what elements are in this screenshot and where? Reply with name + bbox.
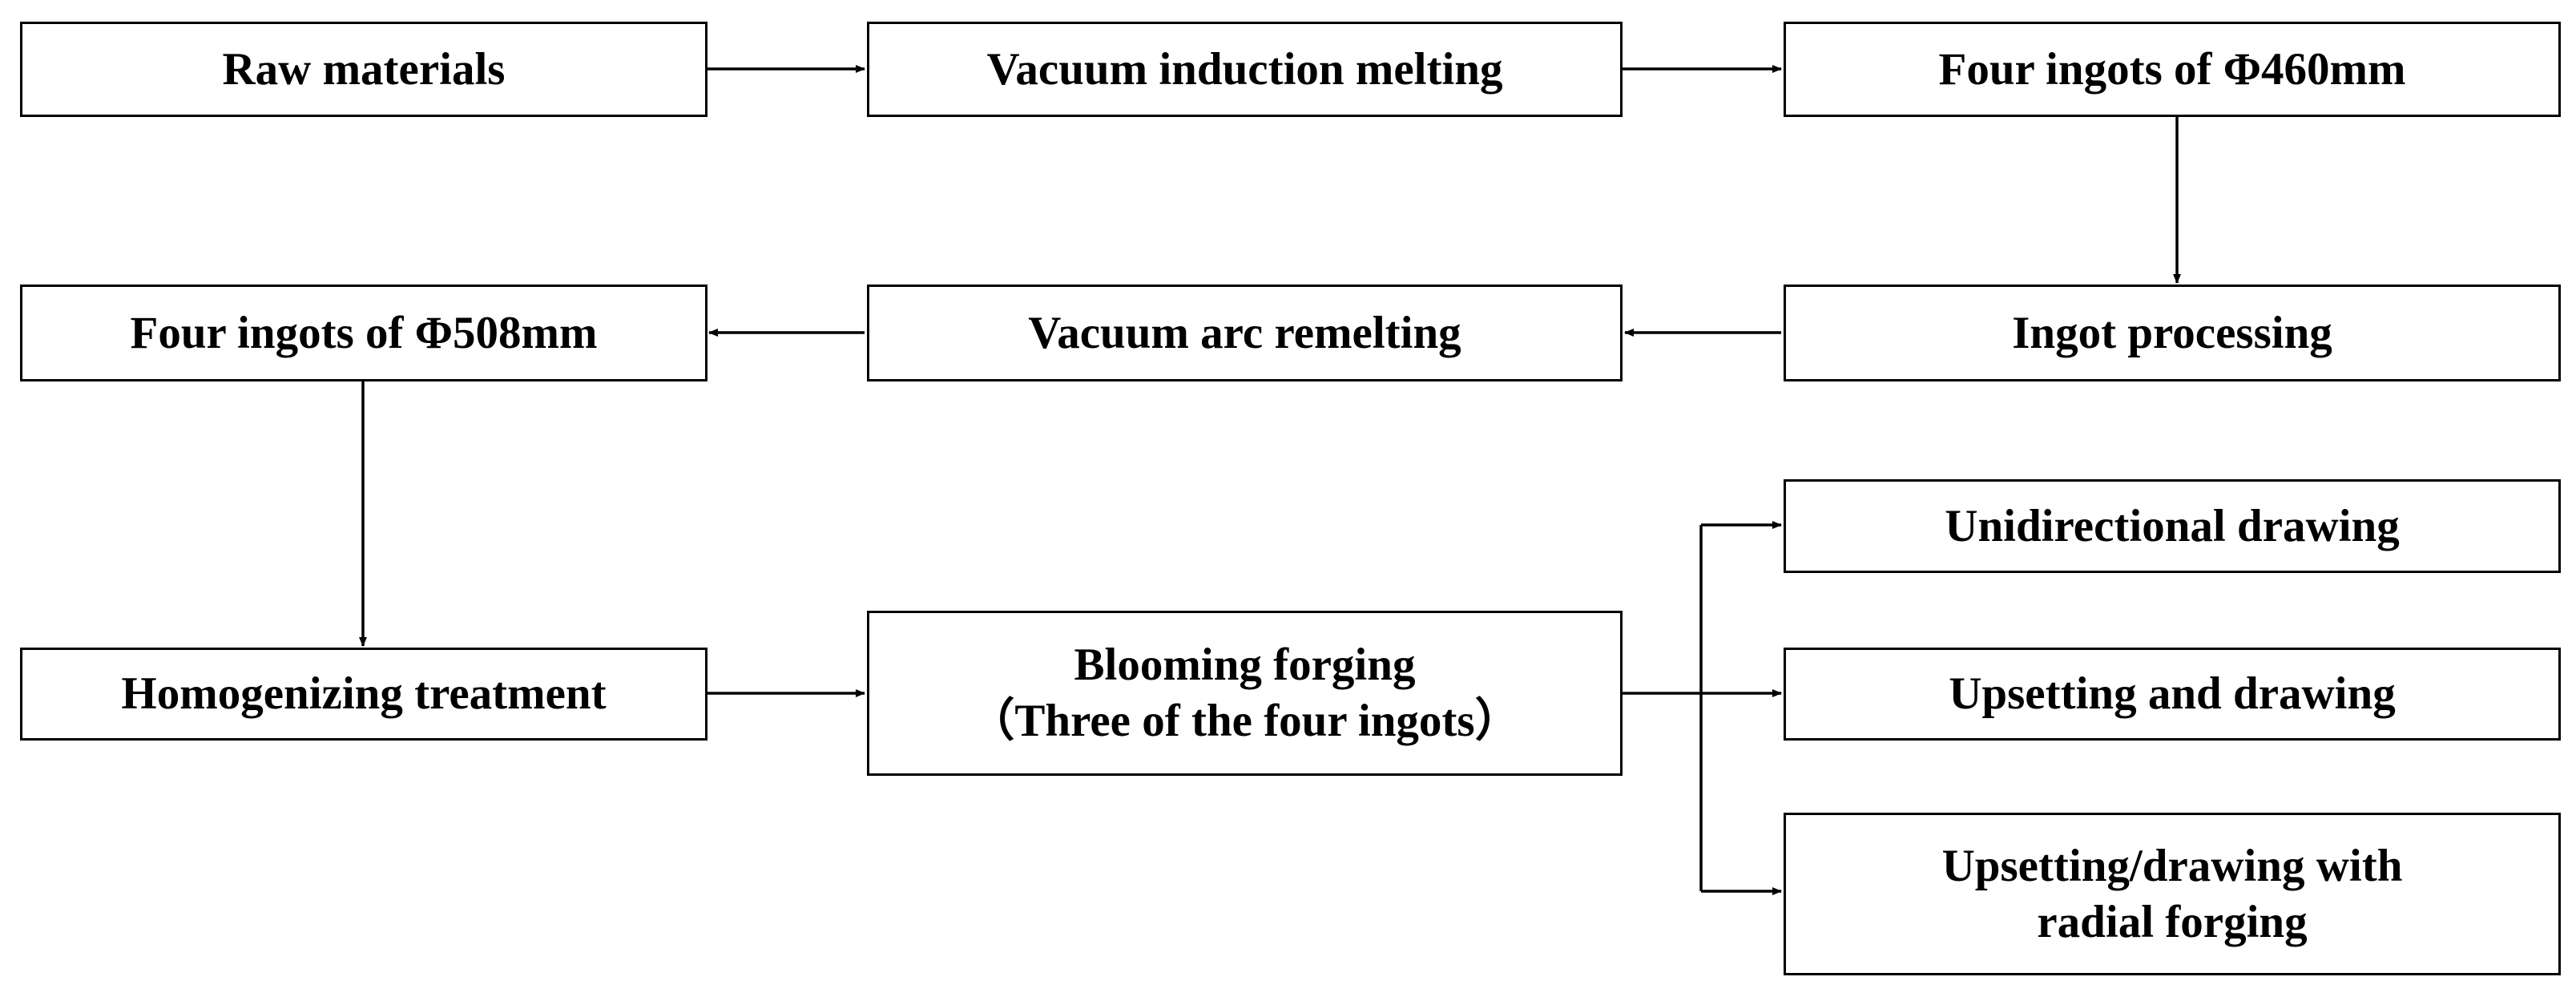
homogenizing-treatment-box: Homogenizing treatment — [20, 648, 707, 741]
raw-materials-label: Raw materials — [222, 43, 506, 95]
raw-materials-box: Raw materials — [20, 22, 707, 117]
four-ingots-460-box: Four ingots of Φ460mm — [1784, 22, 2561, 117]
upsetting-and-drawing-box: Upsetting and drawing — [1784, 648, 2561, 741]
upsetting-radial-forging-label: Upsetting/drawing with — [1941, 840, 2403, 891]
ingot-processing-label: Ingot processing — [2012, 307, 2332, 358]
unidirectional-drawing-label: Unidirectional drawing — [1945, 500, 2400, 551]
blooming-forging-label: Blooming forging — [1074, 640, 1416, 691]
blooming-forging-box: Blooming forging （Three of the four ingo… — [867, 611, 1623, 776]
four-ingots-460-label: Four ingots of Φ460mm — [1938, 43, 2406, 95]
vacuum-induction-melting-label: Vacuum induction melting — [986, 43, 1503, 95]
unidirectional-drawing-box: Unidirectional drawing — [1784, 479, 2561, 573]
blooming-forging-note: （Three of the four ingots） — [969, 696, 1521, 746]
upsetting-radial-forging-box: Upsetting/drawing with radial forging — [1784, 813, 2561, 975]
ingot-processing-box: Ingot processing — [1784, 285, 2561, 381]
vacuum-induction-melting-box: Vacuum induction melting — [867, 22, 1623, 117]
vacuum-arc-remelting-label: Vacuum arc remelting — [1028, 307, 1461, 358]
four-ingots-508-box: Four ingots of Φ508mm — [20, 285, 707, 381]
homogenizing-treatment-label: Homogenizing treatment — [121, 668, 607, 720]
four-ingots-508-label: Four ingots of Φ508mm — [130, 307, 598, 358]
upsetting-and-drawing-label: Upsetting and drawing — [1949, 668, 2396, 720]
upsetting-radial-forging-label-line2: radial forging — [2037, 896, 2308, 947]
vacuum-arc-remelting-box: Vacuum arc remelting — [867, 285, 1623, 381]
